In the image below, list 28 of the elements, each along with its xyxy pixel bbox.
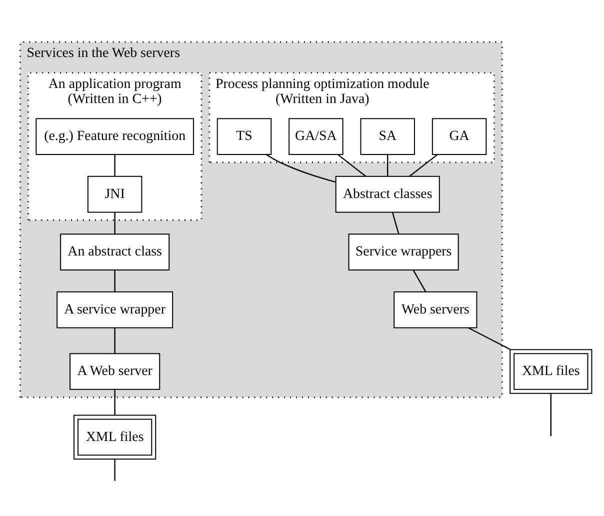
node-box: A Web server	[70, 353, 160, 390]
connector	[550, 394, 552, 436]
node-box: Web servers	[394, 291, 478, 328]
connector	[392, 212, 400, 234]
node-box: Service wrappers	[348, 234, 459, 270]
connector	[114, 328, 116, 354]
node-box: A service wrapper	[56, 291, 174, 328]
node-box: SA	[360, 118, 415, 155]
node-box: GA/SA	[288, 118, 344, 155]
node-box: An abstract class	[60, 234, 170, 270]
connector	[114, 459, 116, 481]
node-box: XML files	[74, 414, 156, 460]
node-box: JNI	[87, 176, 142, 213]
connector	[114, 212, 116, 234]
connector	[114, 390, 116, 415]
connector	[266, 154, 336, 183]
node-box: (e.g.) Feature recognition	[36, 118, 194, 155]
node-box: XML files	[510, 349, 592, 394]
node-box: GA	[432, 118, 487, 155]
connector	[337, 154, 366, 177]
node-box: Abstract classes	[335, 176, 440, 213]
connector	[412, 270, 426, 292]
connector	[114, 154, 116, 176]
connector	[114, 270, 116, 292]
connector	[468, 327, 510, 350]
connector	[409, 154, 438, 177]
node-box: TS	[216, 118, 272, 155]
connector	[387, 154, 388, 176]
